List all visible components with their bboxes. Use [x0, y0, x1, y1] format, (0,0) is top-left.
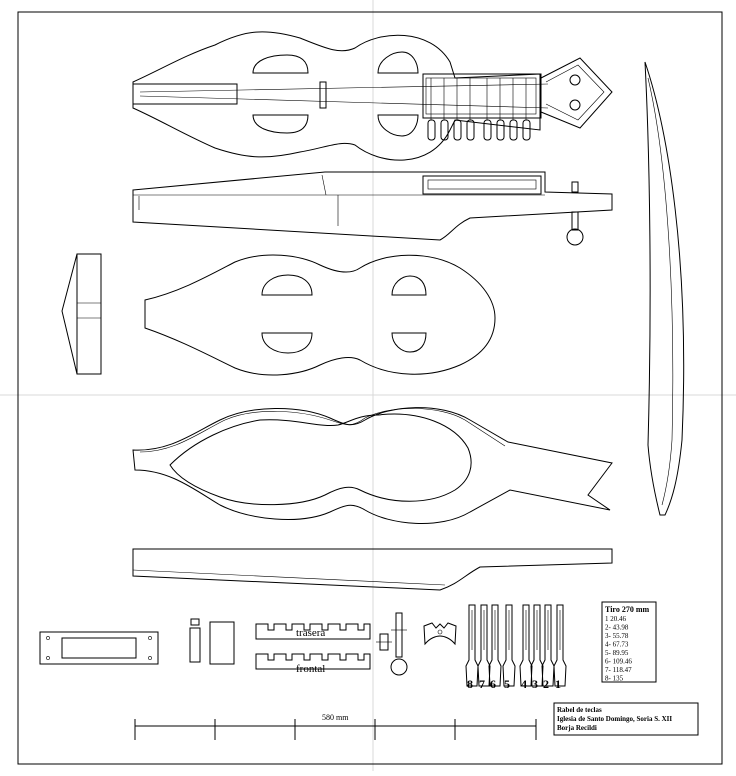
top-view-assembled: [132, 31, 613, 161]
side-profile-curve: [644, 61, 685, 516]
key-table-row: 6- 109.46: [605, 658, 632, 666]
key-number: 2: [543, 677, 549, 691]
key-table-row: 3- 55.78: [605, 632, 629, 640]
soundboard-plate: [144, 254, 496, 376]
key-number: 4: [521, 677, 527, 691]
info-author: Borja Recildi: [557, 724, 597, 732]
key-number: 5: [504, 677, 510, 691]
key-number-labels: 8 7 6 5 4 3 2 1: [467, 677, 561, 691]
info-location: Iglesia de Santo Domingo, Soria S. XII: [557, 715, 672, 723]
key-table-row: 1 20.46: [605, 615, 627, 623]
tailpiece-plate: [39, 631, 159, 665]
frontal-label: frontal: [296, 663, 325, 675]
bridge-piece: [423, 622, 457, 646]
small-peg: [376, 633, 392, 651]
body-back-outline: [132, 407, 613, 525]
key-number: 8: [467, 677, 473, 691]
key-table-row: 7- 118.47: [605, 666, 632, 674]
trasera-label: trasera: [296, 627, 325, 639]
key-table-row: 2- 43.98: [605, 624, 629, 632]
nut-piece: [61, 253, 102, 375]
key-table-row: 4- 67.73: [605, 641, 629, 649]
scale-label: 580 mm: [322, 713, 349, 722]
key-table-row: 5- 89.95: [605, 649, 629, 657]
scale-bar: 580 mm: [134, 713, 537, 740]
key-length-table: Tiro 270 mm 1 20.46 2- 43.98 3- 55.78 4-…: [601, 601, 657, 683]
keybox-frontal: frontal: [255, 653, 371, 675]
key-number: 7: [479, 677, 485, 691]
key-number: 6: [490, 677, 496, 691]
key-number: 1: [555, 677, 561, 691]
small-blocks: [189, 618, 235, 665]
key-table-title: Tiro 270 mm: [605, 605, 649, 614]
info-title: Rabel de teclas: [557, 706, 602, 714]
side-strip: [132, 548, 613, 591]
key-number: 3: [532, 677, 538, 691]
key-sticks: [465, 604, 567, 687]
tuning-peg: [390, 612, 408, 676]
keybox-trasera: trasera: [255, 623, 371, 640]
top-keys: [427, 78, 531, 141]
drawing-border: [17, 11, 723, 765]
info-box: Rabel de teclas Iglesia de Santo Domingo…: [553, 702, 699, 736]
key-table-row: 8- 135: [605, 675, 624, 683]
side-view-assembled: [132, 171, 613, 246]
